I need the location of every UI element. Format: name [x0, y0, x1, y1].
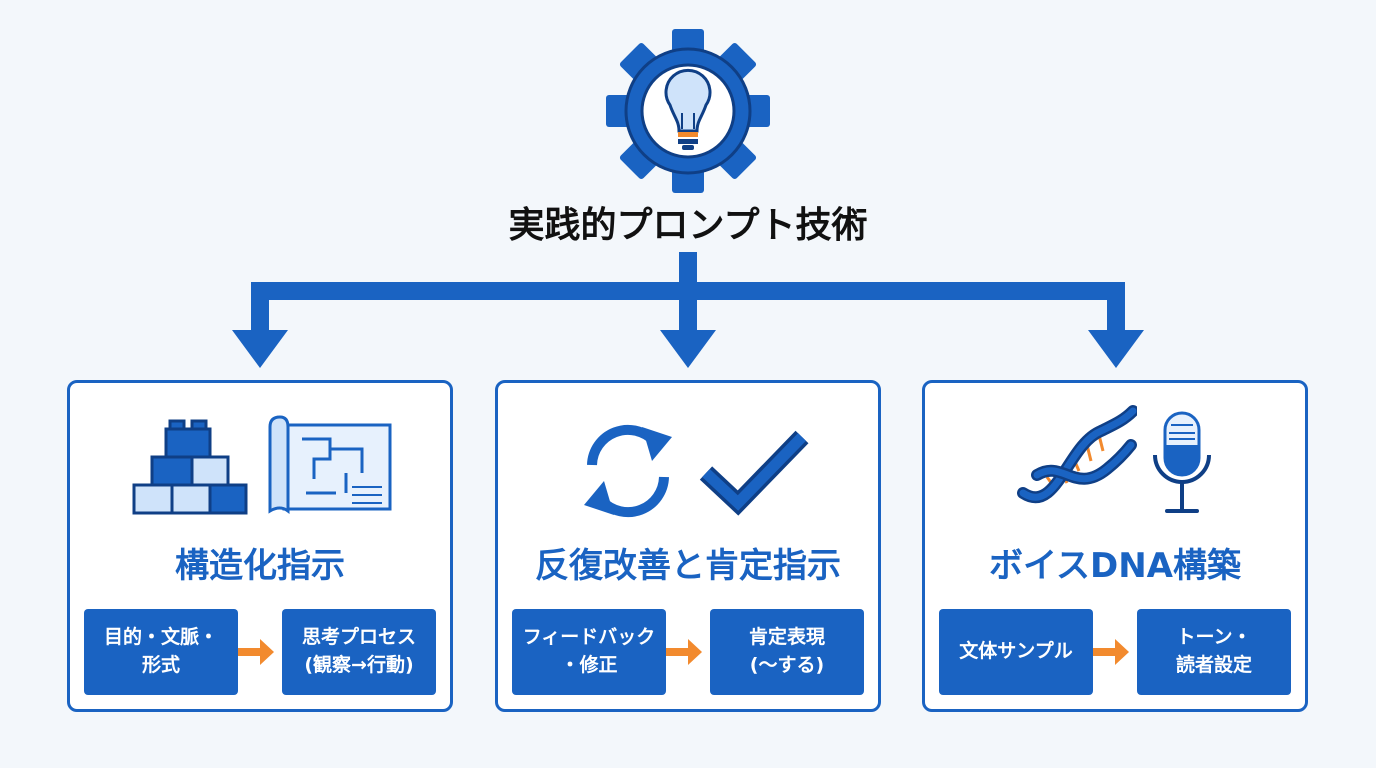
- tree-connectors: [232, 252, 1144, 368]
- card-iterative-improvement: 反復改善と肯定指示 フィードバック ・修正 肯定表現 (〜する): [495, 380, 881, 712]
- branch-center: [679, 282, 697, 332]
- arrowhead-left: [232, 330, 288, 368]
- refresh-cycle-icon: [584, 424, 672, 518]
- card-title: ボイスDNA構築: [989, 546, 1241, 586]
- blueprint-icon: [268, 415, 392, 514]
- card-voice-dna: ボイスDNA構築 文体サンプル トーン・ 読者設定: [922, 380, 1308, 712]
- step-box: 思考プロセス (観察→行動): [282, 609, 436, 695]
- arrow-right-icon: [238, 639, 274, 665]
- step-box: トーン・ 読者設定: [1137, 609, 1291, 695]
- arrow-right-icon: [666, 639, 702, 665]
- arrowhead-center: [660, 330, 716, 368]
- diagram-title: 実践的プロンプト技術: [508, 205, 868, 246]
- card-structured-instruction: 構造化指示 目的・文脈・ 形式 思考プロセス (観察→行動): [67, 380, 453, 712]
- checkmark-icon: [699, 430, 809, 516]
- microphone-icon: [1153, 411, 1211, 513]
- step-box: フィードバック ・修正: [512, 609, 666, 695]
- gear-lightbulb-icon: [606, 29, 770, 193]
- arrow-right-icon: [1093, 639, 1129, 665]
- branch-right: [1107, 282, 1125, 332]
- step-box: 肯定表現 (〜する): [710, 609, 864, 695]
- card-title: 構造化指示: [175, 546, 345, 586]
- building-blocks-icon: [132, 419, 248, 515]
- branch-left: [251, 282, 269, 332]
- dna-helix-icon: [1017, 405, 1137, 504]
- card-title: 反復改善と肯定指示: [535, 546, 841, 586]
- arrowhead-right: [1088, 330, 1144, 368]
- step-box: 文体サンプル: [939, 609, 1093, 695]
- step-box: 目的・文脈・ 形式: [84, 609, 238, 695]
